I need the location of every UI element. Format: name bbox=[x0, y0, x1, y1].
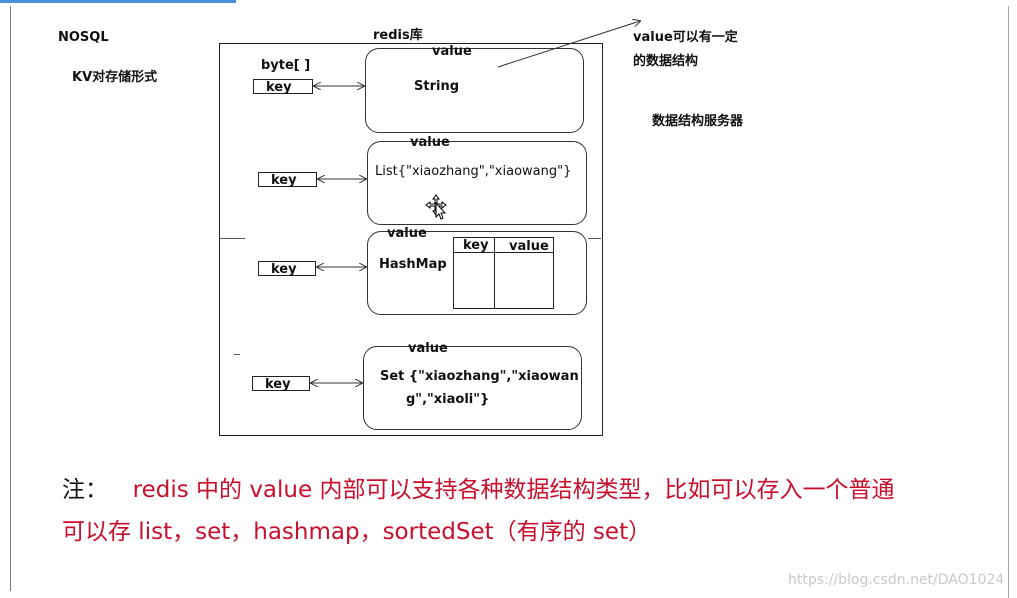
page-border-left bbox=[10, 6, 11, 591]
key-box-hashmap: key bbox=[258, 261, 316, 277]
hashmap-inner-table bbox=[453, 237, 554, 309]
note-line-1: 注： redis 中的 value 内部可以支持各种数据结构类型，比如可以存入一… bbox=[62, 470, 894, 504]
diagram-title: redis库 bbox=[373, 28, 423, 43]
value-box-string bbox=[365, 48, 584, 133]
value-text-list: List{"xiaozhang","xiaowang"} bbox=[375, 164, 572, 179]
hashmap-header-key: key bbox=[463, 238, 489, 253]
hashmap-table-header-line bbox=[453, 252, 553, 253]
note-line-2: 可以存 list，set，hashmap，sortedSet（有序的 set） bbox=[62, 519, 652, 545]
kv-form-label: KV对存储形式 bbox=[72, 70, 158, 85]
separator-tick-bottom bbox=[234, 354, 240, 355]
annotation-value-structure-1: value可以有一定 bbox=[633, 30, 738, 45]
redis-db-box bbox=[219, 43, 603, 436]
key-box-string: key bbox=[253, 79, 313, 95]
arrow-annotation-to-string bbox=[497, 21, 640, 68]
note-text-1: redis 中的 value 内部可以支持各种数据结构类型，比如可以存入一个普通 bbox=[132, 477, 895, 503]
hashmap-header-value: value bbox=[509, 239, 549, 254]
nosql-label: NOSQL bbox=[58, 30, 109, 45]
value-text-set-line2: g","xiaoli"} bbox=[406, 392, 490, 407]
separator-tick-left bbox=[219, 238, 245, 239]
value-text-string: String bbox=[414, 79, 460, 94]
annotation-value-structure-2: 的数据结构 bbox=[633, 54, 699, 69]
window-tab-strip bbox=[0, 0, 236, 3]
value-text-set-line1: Set {"xiaozhang","xiaowan bbox=[380, 369, 579, 384]
value-box-list bbox=[367, 141, 587, 225]
value-label-set: value bbox=[408, 341, 448, 356]
key-box-list: key bbox=[258, 172, 317, 188]
move-cursor-icon bbox=[425, 194, 447, 220]
watermark: https://blog.csdn.net/DAO1024 bbox=[788, 572, 1005, 588]
value-box-set bbox=[363, 346, 582, 430]
key-box-set: key bbox=[252, 376, 310, 392]
note-label: 注： bbox=[62, 477, 108, 503]
hashmap-table-divider bbox=[494, 237, 495, 308]
value-box-hashmap bbox=[367, 231, 587, 315]
annotation-data-structure-server: 数据结构服务器 bbox=[652, 114, 744, 129]
separator-tick-right bbox=[588, 238, 601, 239]
value-label-hashmap: value bbox=[387, 226, 427, 241]
value-text-hashmap: HashMap bbox=[379, 257, 447, 272]
byte-array-label: byte[ ] bbox=[261, 58, 311, 73]
page-border-right bbox=[1008, 6, 1009, 598]
value-label-string: value bbox=[432, 44, 472, 59]
value-label-list: value bbox=[410, 135, 450, 150]
